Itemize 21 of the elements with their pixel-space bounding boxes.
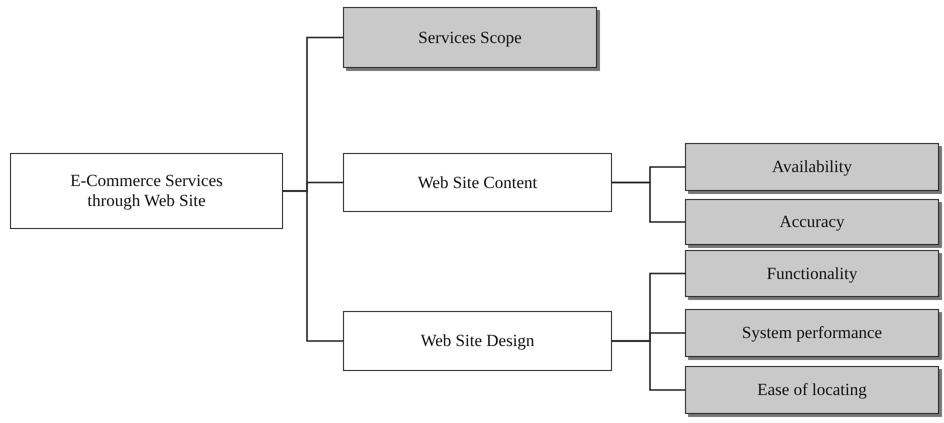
connector-line xyxy=(612,182,685,223)
category-box xyxy=(685,309,939,357)
process-box xyxy=(10,153,283,229)
node-label: Functionality xyxy=(766,264,858,284)
node-label: Web Site Design xyxy=(420,331,534,351)
process-box xyxy=(343,153,612,212)
node-label: Web Site Content xyxy=(418,172,538,192)
node-label: Services Scope xyxy=(418,28,522,48)
category-box xyxy=(685,366,939,414)
category-box xyxy=(685,250,939,297)
process-box xyxy=(343,311,612,371)
category-box xyxy=(685,199,939,245)
node-label: Ease of locating xyxy=(757,380,867,400)
node-label: Accuracy xyxy=(779,212,845,232)
connector-line xyxy=(612,340,685,391)
node-label: Availability xyxy=(772,157,852,177)
node-label: System performance xyxy=(742,323,882,343)
node-label: E-Commerce Services through Web Site xyxy=(69,171,224,211)
category-box xyxy=(685,143,939,191)
connector-line xyxy=(283,190,343,342)
category-box xyxy=(343,7,597,68)
